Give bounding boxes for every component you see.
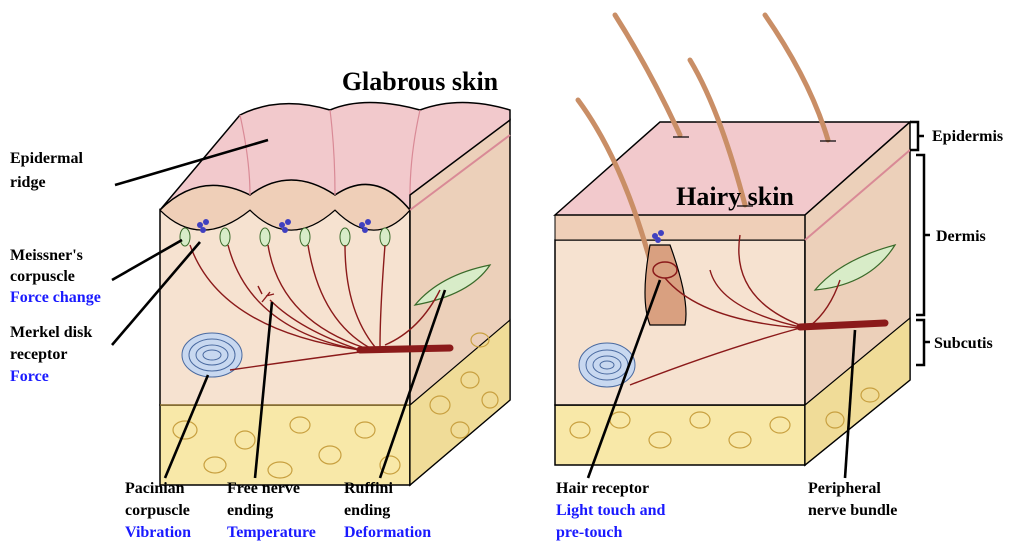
layer-brackets bbox=[910, 122, 930, 365]
hairy-pacinian bbox=[579, 343, 635, 387]
label-merkel-2: receptor bbox=[10, 346, 67, 363]
label-pacinian-function: Vibration bbox=[125, 524, 191, 541]
label-subcutis: Subcutis bbox=[934, 335, 993, 352]
hairy-title: Hairy skin bbox=[676, 182, 794, 211]
label-epidermal-ridge-2: ridge bbox=[10, 174, 46, 191]
label-ruffini-function: Deformation bbox=[344, 524, 431, 541]
glabrous-skin-block: Glabrous skin bbox=[160, 67, 510, 485]
label-epidermis: Epidermis bbox=[932, 128, 1003, 145]
label-ruffini-2: ending bbox=[344, 502, 390, 519]
glabrous-title: Glabrous skin bbox=[342, 67, 499, 96]
hairy-skin-block: Hairy skin bbox=[555, 15, 910, 465]
label-meissner-2: corpuscle bbox=[10, 268, 75, 285]
label-hair-receptor-function-2: pre-touch bbox=[556, 524, 622, 541]
label-free-nerve-2: ending bbox=[227, 502, 273, 519]
glabrous-dermis bbox=[160, 210, 410, 405]
label-hair-receptor-function-1: Light touch and bbox=[556, 502, 665, 519]
label-dermis: Dermis bbox=[936, 228, 986, 245]
label-ruffini-1: Ruffini bbox=[344, 480, 393, 497]
label-free-nerve-function: Temperature bbox=[227, 524, 316, 541]
hairy-subcutis bbox=[555, 405, 805, 465]
label-free-nerve-1: Free nerve bbox=[227, 480, 300, 497]
label-meissner-function: Force change bbox=[10, 289, 101, 306]
label-merkel-1: Merkel disk bbox=[10, 324, 92, 341]
glabrous-subcutis bbox=[160, 405, 410, 485]
label-peripheral-2: nerve bundle bbox=[808, 502, 897, 519]
label-epidermal-ridge-1: Epidermal bbox=[10, 150, 83, 167]
label-peripheral-1: Peripheral bbox=[808, 480, 881, 497]
label-pacinian-1: Pacinian bbox=[125, 480, 185, 497]
pacinian-corpuscle bbox=[182, 333, 242, 377]
label-meissner-1: Meissner's bbox=[10, 247, 83, 264]
label-pacinian-2: corpuscle bbox=[125, 502, 190, 519]
hairy-epidermis-front bbox=[555, 215, 805, 240]
label-hair-receptor: Hair receptor bbox=[556, 480, 649, 497]
label-merkel-function: Force bbox=[10, 368, 49, 385]
